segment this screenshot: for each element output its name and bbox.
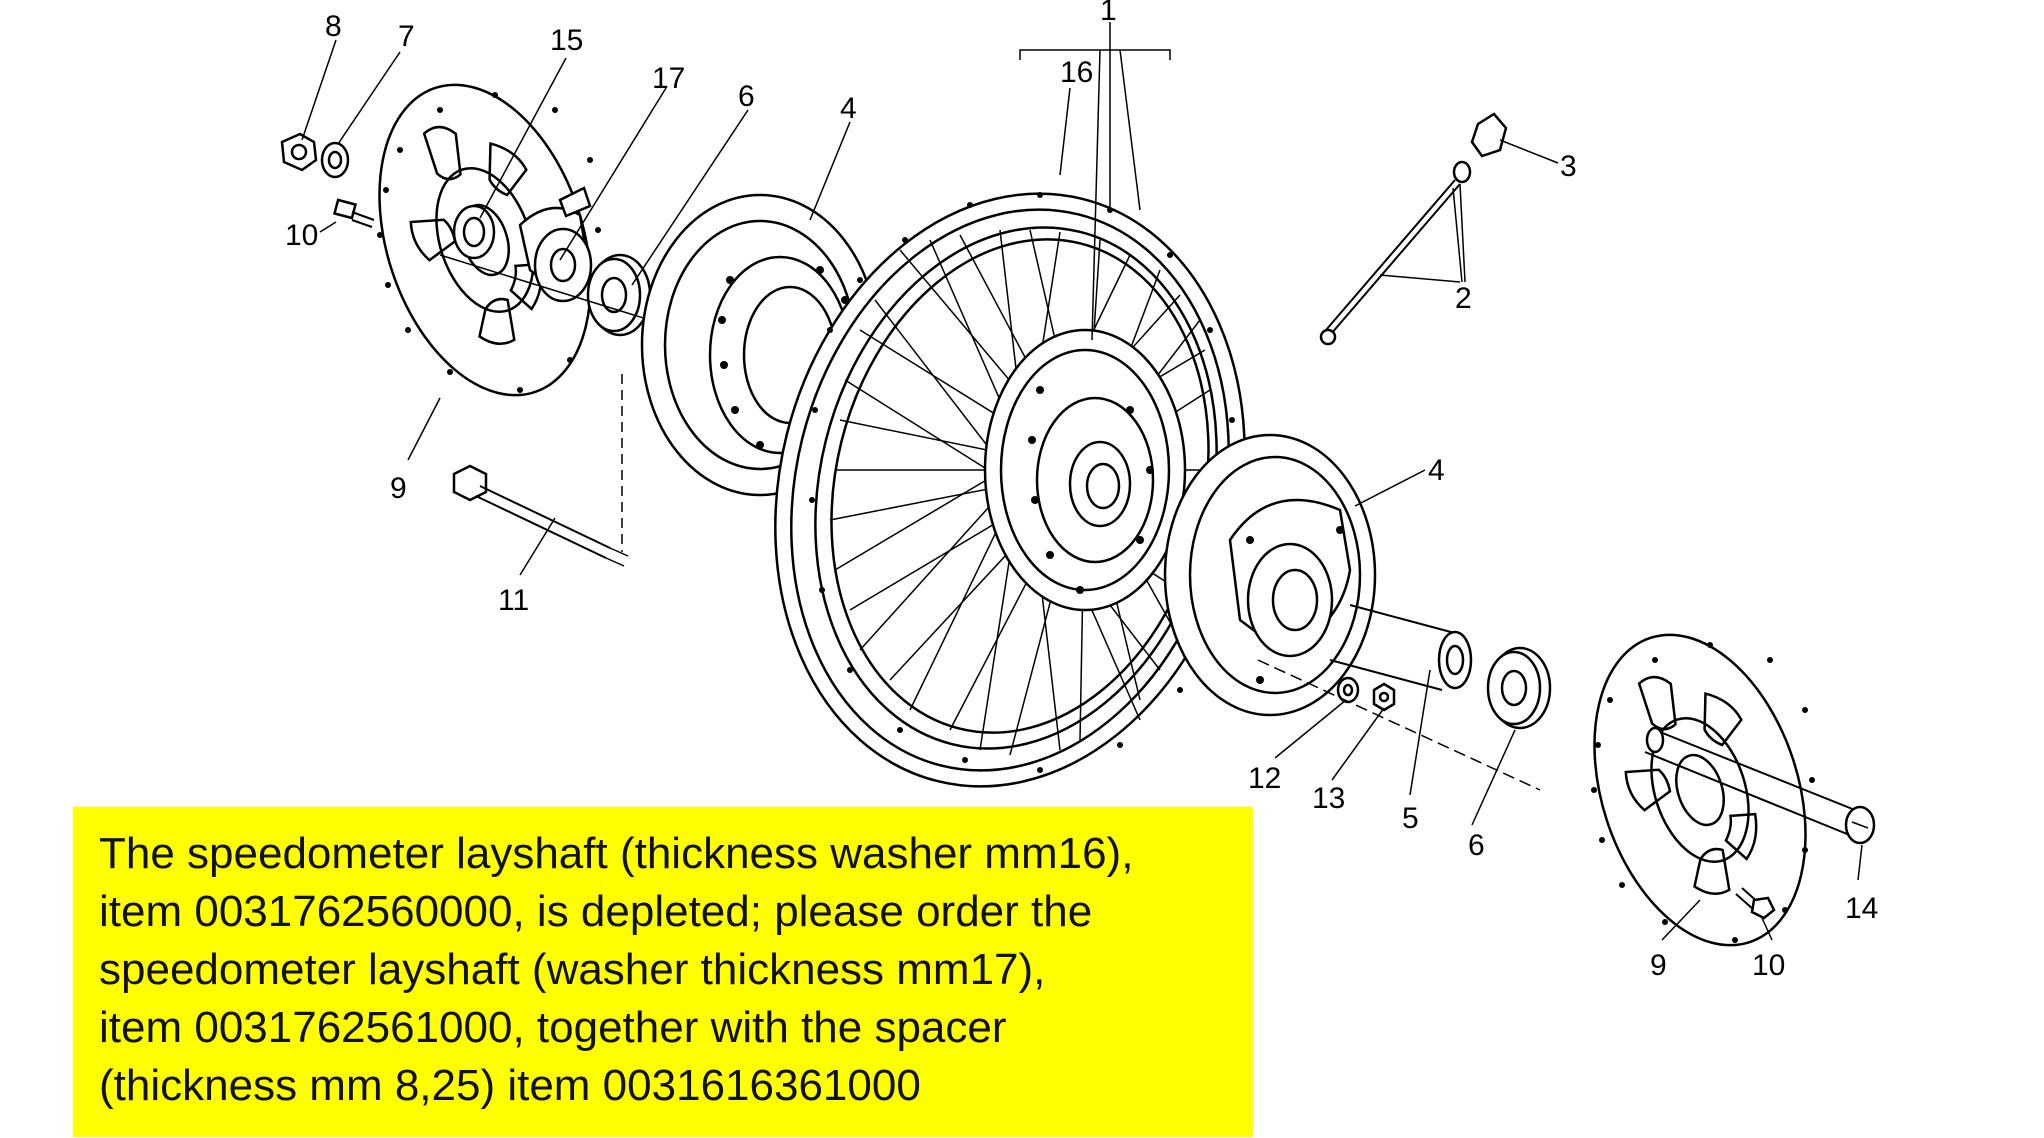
label-4-left: 4	[840, 92, 857, 125]
label-6-left: 6	[738, 80, 755, 113]
label-7: 7	[398, 20, 415, 53]
label-14: 14	[1845, 892, 1878, 925]
label-10-left: 10	[285, 219, 318, 252]
label-10-right: 10	[1752, 949, 1785, 982]
label-17: 17	[652, 62, 685, 95]
washer-7	[320, 141, 350, 179]
bolt-10-left	[332, 198, 375, 228]
bearing-6-right	[1486, 646, 1552, 730]
notice-line-4: item 0031762561000, together with the sp…	[99, 1003, 1007, 1052]
label-2: 2	[1455, 282, 1472, 315]
label-4-right: 4	[1428, 454, 1445, 487]
bearing-6-left	[586, 253, 652, 337]
hub-flange-right	[1163, 433, 1377, 717]
notice-line-1: The speedometer layshaft (thickness wash…	[99, 829, 1134, 878]
label-16: 16	[1060, 56, 1093, 89]
bolt-10-right	[1735, 887, 1776, 920]
label-15: 15	[550, 24, 583, 57]
label-11: 11	[498, 584, 529, 617]
label-9-left: 9	[390, 472, 407, 505]
label-1: 1	[1100, 0, 1117, 27]
speedometer-drive	[452, 186, 593, 303]
leader-lines	[301, 22, 1863, 941]
right-disc-holes	[1591, 642, 1815, 943]
notice-line-2: item 0031762560000, is depleted; please …	[99, 887, 1093, 936]
label-12: 12	[1248, 762, 1281, 795]
notice-line-5: (thickness mm 8,25) item 0031616361000	[99, 1061, 921, 1110]
label-6-right: 6	[1468, 829, 1485, 862]
part-labels: 1 16 8 7 15 17 6 4 3 2 10 9 11 4 12 13 5…	[285, 0, 1878, 982]
notice-line-3: speedometer layshaft (washer thickness m…	[99, 945, 1046, 994]
spoked-wheel	[774, 192, 1246, 788]
label-3: 3	[1560, 150, 1577, 183]
label-9-right: 9	[1650, 949, 1667, 982]
label-5: 5	[1402, 802, 1419, 835]
nut-13	[1372, 682, 1396, 712]
label-8: 8	[325, 10, 342, 43]
depletion-notice: The speedometer layshaft (thickness wash…	[73, 807, 1253, 1137]
bolt-11	[452, 374, 629, 567]
spacer-5	[1329, 604, 1473, 691]
nut-8	[280, 132, 318, 172]
speedometer-cable	[1319, 112, 1508, 346]
right-brake-disc	[1593, 633, 1807, 947]
label-13: 13	[1312, 782, 1345, 815]
axle-14	[1644, 726, 1876, 845]
